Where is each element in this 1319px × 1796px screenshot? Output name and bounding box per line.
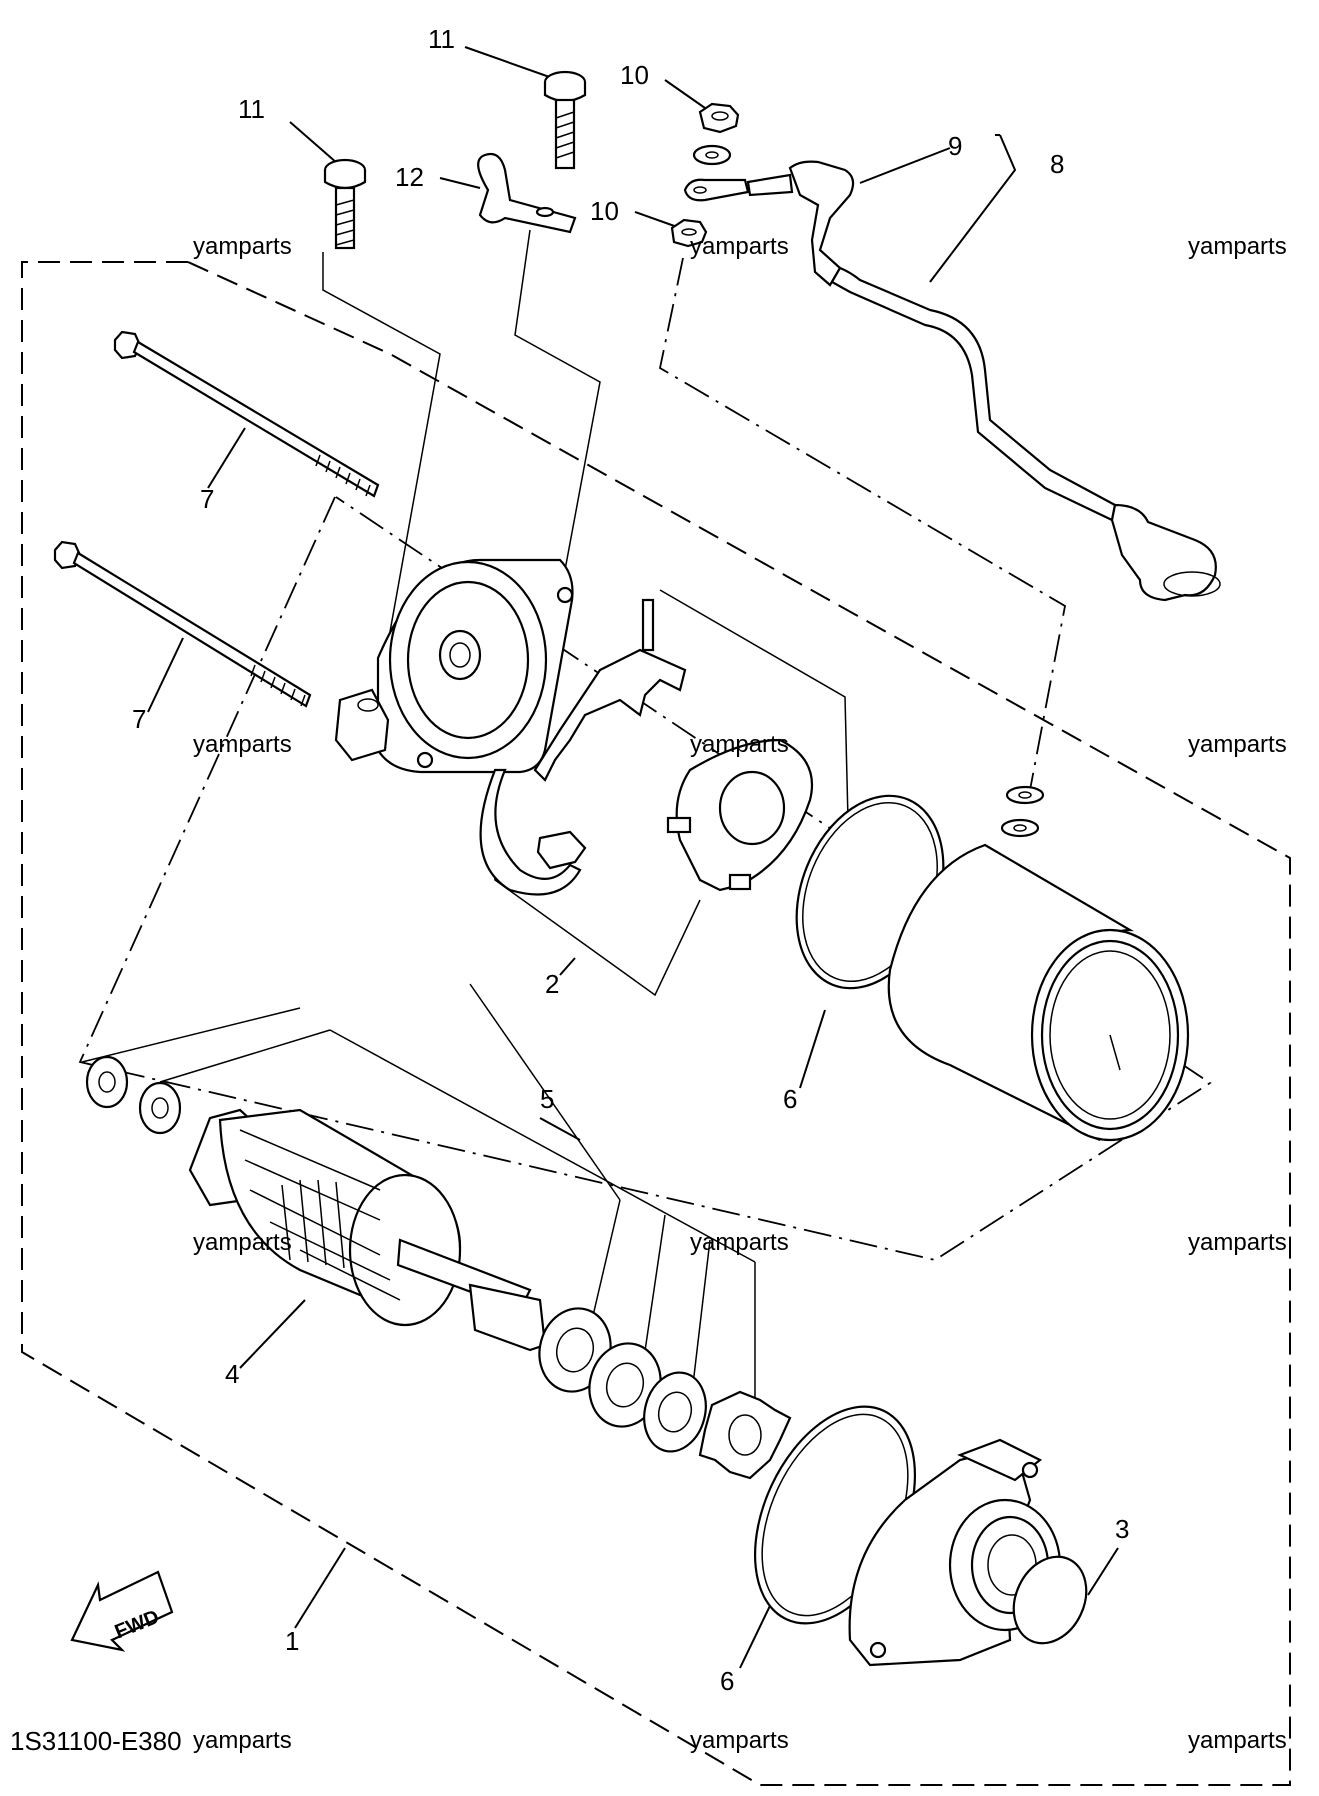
callout-5: 5 (540, 1084, 554, 1114)
callout-3: 3 (1115, 1514, 1129, 1544)
through-bolt-7-upper (113, 330, 380, 498)
watermarks: yamparts yamparts yamparts yamparts yamp… (193, 233, 1287, 1754)
callout-10-lower: 10 (590, 196, 619, 226)
washer-5-a (85, 1055, 129, 1109)
watermark: yamparts (690, 1229, 789, 1256)
through-bolt-7-lower (53, 540, 312, 708)
callout-11-top: 11 (428, 24, 455, 54)
nut-10-lower (670, 218, 708, 248)
callout-7-lower: 7 (132, 704, 146, 734)
callout-2: 2 (545, 969, 559, 999)
rear-cover (334, 558, 574, 774)
callout-11-left: 11 (238, 94, 265, 124)
washer-5-b (138, 1081, 182, 1135)
callout-numbers: 11 11 10 12 10 9 8 7 7 2 6 5 4 3 1 6 (132, 24, 1129, 1696)
callout-12: 12 (395, 162, 424, 192)
callout-6-lower: 6 (720, 1666, 734, 1696)
lead-wire-8 (683, 160, 1221, 602)
washer-yoke-2 (1000, 818, 1040, 838)
washer-5-e (643, 1371, 707, 1453)
lock-plate (698, 1390, 792, 1480)
watermark: yamparts (1188, 1727, 1287, 1754)
callout-7-upper: 7 (200, 484, 214, 514)
callout-4: 4 (225, 1359, 239, 1389)
bolt-11-right (543, 70, 587, 170)
watermark: yamparts (193, 1229, 292, 1256)
watermark: yamparts (690, 731, 789, 758)
clip-12 (477, 152, 577, 234)
watermark: yamparts (193, 1727, 292, 1754)
watermark: yamparts (193, 731, 292, 758)
watermark: yamparts (690, 1727, 789, 1754)
watermark: yamparts (193, 233, 292, 260)
callout-8: 8 (1050, 149, 1064, 179)
o-ring-3 (1012, 1555, 1088, 1645)
drawing-code: 1S31100-E380 (10, 1726, 182, 1756)
yoke (887, 843, 1190, 1142)
watermark: yamparts (1188, 233, 1287, 260)
washer-yoke-1 (1005, 785, 1045, 805)
fwd-arrow-icon: FWD (70, 1570, 174, 1652)
washer (692, 144, 732, 166)
watermark: yamparts (1188, 731, 1287, 758)
callout-6-upper: 6 (783, 1084, 797, 1114)
watermark: yamparts (1188, 1229, 1287, 1256)
watermark: yamparts (690, 233, 789, 260)
armature-4 (188, 1108, 547, 1352)
washer-5-d (588, 1342, 662, 1428)
nut-10-top (698, 102, 740, 134)
callout-9: 9 (948, 131, 962, 161)
brush-holder-2 (479, 598, 814, 896)
bolt-11-left (323, 158, 367, 250)
callout-10-top: 10 (620, 60, 649, 90)
callout-1: 1 (285, 1626, 299, 1656)
assembly-boundary (21, 261, 1291, 1786)
